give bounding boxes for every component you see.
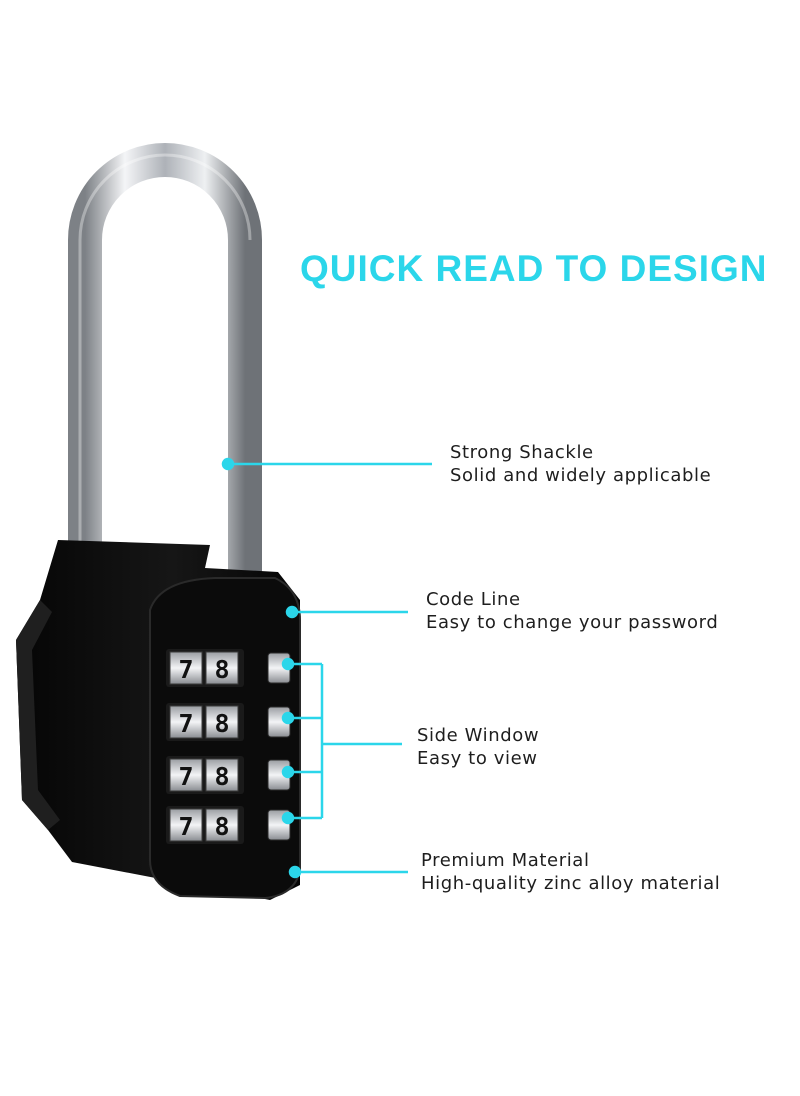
material-callout-dot [288,865,302,879]
shackle [68,143,262,580]
dial-wheel [205,808,239,842]
dial-wheel [169,705,203,739]
window-dot-3 [281,765,295,779]
dial-wheel [205,705,239,739]
dial-wheel [169,758,203,792]
callout-detail: Solid and widely applicable [450,465,712,486]
lock-body-left-bevel [16,600,60,830]
callout-title: Side Window [417,725,540,746]
dial-wheel [169,808,203,842]
callout-title: Premium Material [421,850,590,871]
callout-strong-shackle: Strong Shackle Solid and widely applicab… [450,441,711,487]
callout-detail: Easy to change your password [426,612,719,633]
callout-side-window: Side Window Easy to view [417,724,539,770]
window-dot-1 [281,657,295,671]
shackle-highlight [78,153,252,545]
dial-digit: 7 [178,812,193,841]
callout-premium-material: Premium Material High-quality zinc alloy… [421,849,720,895]
dial-digit: 8 [214,762,229,791]
codeline-callout-dot [285,605,299,619]
callout-detail: Easy to view [417,748,538,769]
dial-wheel [169,651,203,685]
page-title: QUICK READ TO DESIGN [300,248,768,289]
dial-digit: 7 [178,655,193,684]
callout-detail: High-quality zinc alloy material [421,873,721,894]
window-dot-4 [281,811,295,825]
dial-digit: 8 [214,812,229,841]
dial-digit: 8 [214,655,229,684]
callout-title: Code Line [426,589,521,610]
dial-digit: 8 [214,709,229,738]
callout-title: Strong Shackle [450,442,594,463]
callout-lines [221,457,432,879]
shackle-callout-dot [221,457,235,471]
dial-digit: 7 [178,709,193,738]
dial-digit: 7 [178,762,193,791]
dial-wheel [205,758,239,792]
dial-wheel [205,651,239,685]
window-dot-2 [281,711,295,725]
callout-code-line: Code Line Easy to change your password [426,588,718,634]
